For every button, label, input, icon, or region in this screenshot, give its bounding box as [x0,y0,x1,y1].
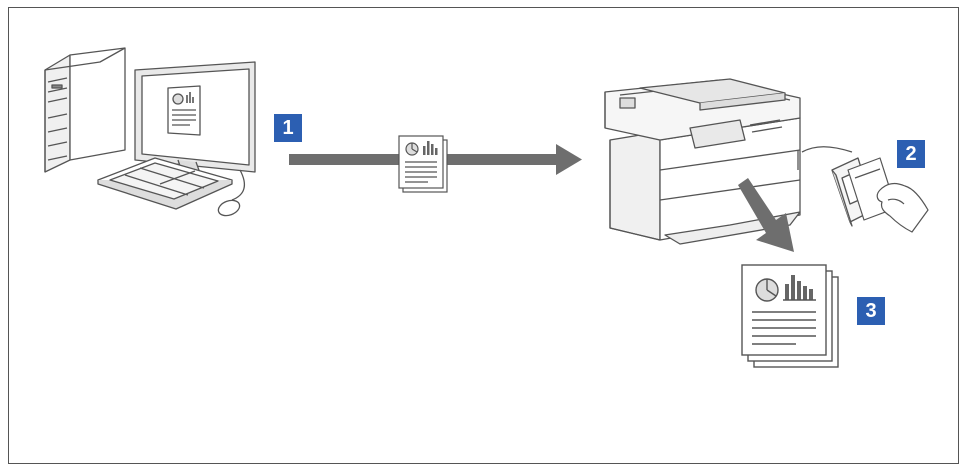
document-icon [398,135,448,193]
step-2-badge: 2 [897,140,925,168]
printed-documents-icon [741,264,839,368]
step-1-badge: 1 [274,114,302,142]
step-3-badge: 3 [857,297,885,325]
print-output-arrow [738,178,794,252]
hand-with-card-icon [847,157,929,233]
printer-icon [604,78,801,245]
computer-icon [44,47,256,217]
